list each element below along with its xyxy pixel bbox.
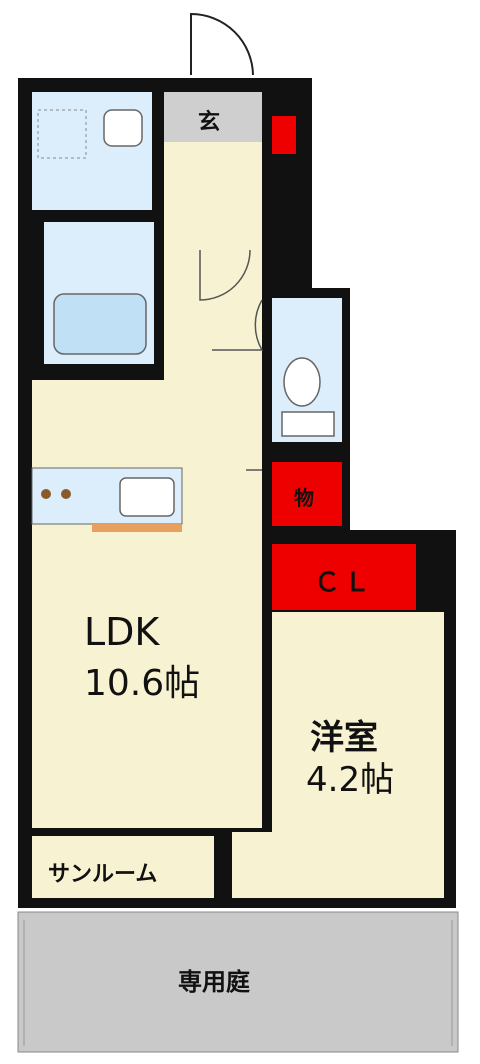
western-room-floor xyxy=(272,612,444,898)
entrance-shoe-box xyxy=(272,116,296,154)
stove-burner xyxy=(41,489,51,499)
entrance-floor xyxy=(164,92,262,142)
shower-tray xyxy=(37,109,87,159)
bathtub xyxy=(53,293,147,355)
closet xyxy=(272,544,416,610)
garden xyxy=(17,911,459,1053)
stove-burner xyxy=(61,489,71,499)
corridor-floor xyxy=(164,142,262,242)
toilet-tank xyxy=(281,411,335,437)
storage-room xyxy=(272,462,342,526)
front-door xyxy=(188,12,258,76)
toilet-bowl xyxy=(283,357,321,407)
sunroom-floor xyxy=(32,836,214,898)
ldk-floor xyxy=(32,380,262,828)
kitchen-sink xyxy=(119,477,175,517)
washbasin xyxy=(103,109,143,147)
